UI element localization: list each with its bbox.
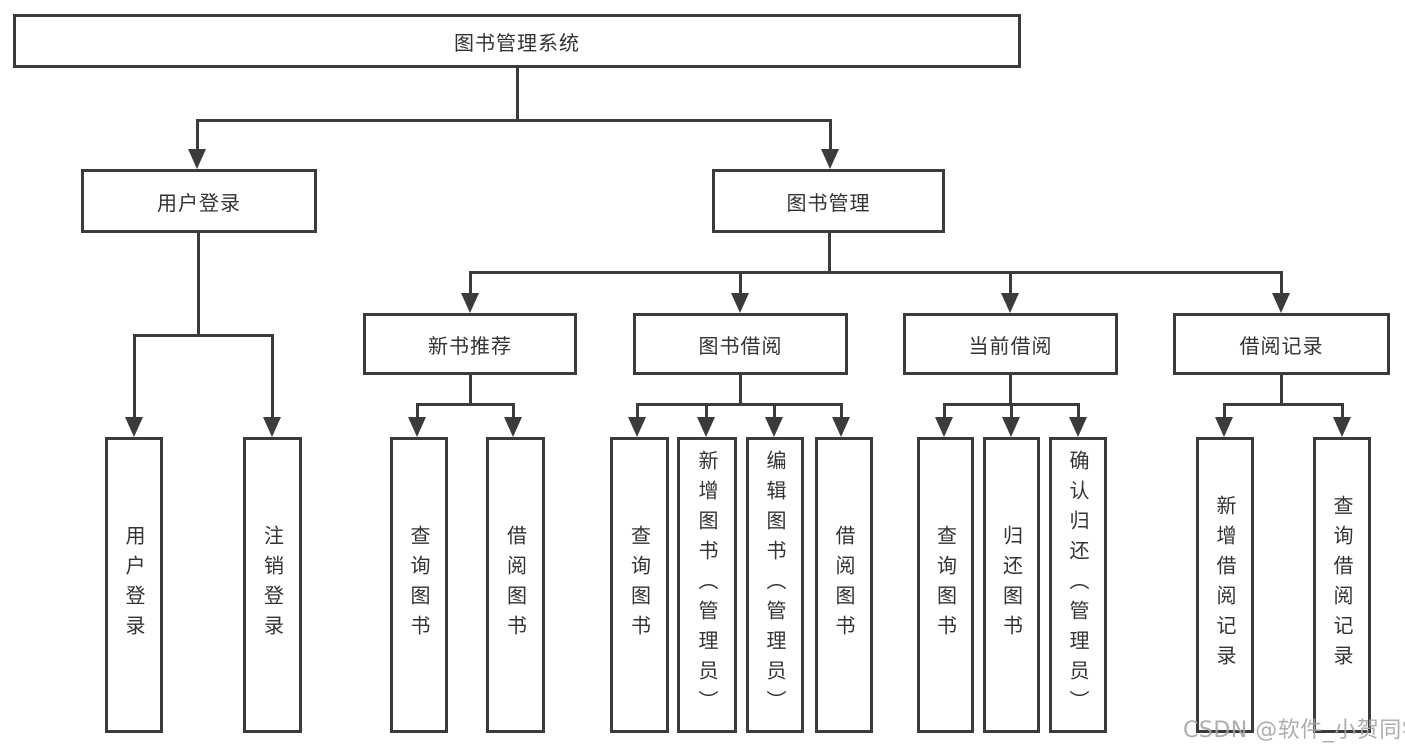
leaf-edit-books-admin: 编辑图书（管理员） bbox=[746, 437, 804, 733]
connector-line bbox=[1223, 403, 1226, 418]
connector-line bbox=[1010, 403, 1013, 418]
arrowhead-down bbox=[765, 417, 783, 437]
leaf-user-login: 用户登录 bbox=[105, 437, 163, 733]
arrowhead-down bbox=[1002, 417, 1020, 437]
connector-line bbox=[1280, 375, 1283, 406]
node-book-management: 图书管理 bbox=[712, 169, 945, 233]
leaf-label: 查询借阅记录 bbox=[1330, 495, 1354, 675]
connector-line bbox=[133, 334, 136, 418]
connector-line bbox=[828, 233, 831, 273]
connector-line bbox=[469, 271, 472, 295]
leaf-label: 新增借阅记录 bbox=[1213, 495, 1237, 675]
node-borrowing-records: 借阅记录 bbox=[1173, 313, 1390, 375]
node-new-book-recommendation: 新书推荐 bbox=[363, 313, 577, 375]
leaf-query-borrow-record: 查询借阅记录 bbox=[1313, 437, 1371, 733]
leaf-label: 新增图书（管理员） bbox=[695, 450, 719, 720]
connector-line bbox=[1341, 403, 1344, 418]
leaf-label: 借阅图书 bbox=[832, 525, 856, 645]
arrowhead-down bbox=[504, 417, 522, 437]
leaf-confirm-return-admin: 确认归还（管理员） bbox=[1049, 437, 1107, 733]
connector-line bbox=[197, 233, 200, 336]
arrowhead-down bbox=[263, 417, 281, 437]
csdn-watermark: CSDN @软件_小贺同学 bbox=[1183, 718, 1405, 743]
node-library-management-system: 图书管理系统 bbox=[13, 14, 1021, 68]
connector-line bbox=[1280, 271, 1283, 295]
connector-line bbox=[840, 403, 843, 418]
leaf-query-books-recommend: 查询图书 bbox=[390, 437, 448, 733]
connector-line bbox=[829, 119, 832, 150]
connector-line bbox=[469, 271, 1283, 274]
leaf-add-borrow-record: 新增借阅记录 bbox=[1196, 437, 1254, 733]
leaf-label: 用户登录 bbox=[122, 525, 146, 645]
leaf-query-books-borrow: 查询图书 bbox=[610, 437, 669, 733]
connector-line bbox=[636, 403, 843, 406]
arrowhead-down bbox=[188, 149, 206, 169]
arrowhead-down bbox=[1001, 293, 1019, 313]
connector-line bbox=[1223, 403, 1344, 406]
connector-line bbox=[196, 119, 832, 122]
connector-line bbox=[739, 375, 742, 406]
leaf-query-books-current: 查询图书 bbox=[917, 437, 974, 733]
connector-line bbox=[705, 403, 708, 418]
leaf-logout: 注销登录 bbox=[243, 437, 302, 733]
node-book-borrowing: 图书借阅 bbox=[633, 313, 848, 375]
arrowhead-down bbox=[1272, 293, 1290, 313]
leaf-label: 查询图书 bbox=[627, 525, 652, 645]
leaf-label: 查询图书 bbox=[933, 525, 958, 645]
arrowhead-down bbox=[461, 293, 479, 313]
connector-line bbox=[416, 403, 515, 406]
leaf-label: 归还图书 bbox=[999, 525, 1024, 645]
arrowhead-down bbox=[125, 417, 143, 437]
node-user-login: 用户登录 bbox=[81, 169, 317, 233]
connector-line bbox=[943, 403, 946, 418]
leaf-add-books-admin: 新增图书（管理员） bbox=[677, 437, 737, 733]
leaf-borrow-books-recommend: 借阅图书 bbox=[486, 437, 545, 733]
leaf-label: 编辑图书（管理员） bbox=[763, 450, 787, 720]
connector-line bbox=[739, 271, 742, 295]
arrowhead-down bbox=[821, 149, 839, 169]
connector-line bbox=[271, 334, 274, 418]
connector-line bbox=[512, 403, 515, 418]
leaf-borrow-books: 借阅图书 bbox=[815, 437, 873, 733]
leaf-label: 注销登录 bbox=[260, 525, 285, 645]
connector-line bbox=[1077, 403, 1080, 418]
arrowhead-down bbox=[731, 293, 749, 313]
connector-line bbox=[133, 334, 274, 337]
arrowhead-down bbox=[697, 417, 715, 437]
arrowhead-down bbox=[832, 417, 850, 437]
leaf-label: 借阅图书 bbox=[503, 525, 528, 645]
connector-line bbox=[469, 375, 472, 406]
leaf-label: 查询图书 bbox=[407, 525, 431, 645]
connector-line bbox=[1009, 375, 1012, 406]
arrowhead-down bbox=[408, 417, 426, 437]
connector-line bbox=[416, 403, 419, 418]
arrowhead-down bbox=[628, 417, 646, 437]
connector-line bbox=[516, 68, 519, 122]
arrowhead-down bbox=[1333, 417, 1351, 437]
arrowhead-down bbox=[935, 417, 953, 437]
connector-line bbox=[773, 403, 776, 418]
leaf-label: 确认归还（管理员） bbox=[1066, 450, 1090, 720]
leaf-return-books: 归还图书 bbox=[983, 437, 1040, 733]
node-current-borrowing: 当前借阅 bbox=[903, 313, 1118, 375]
connector-line bbox=[1009, 271, 1012, 295]
arrowhead-down bbox=[1215, 417, 1233, 437]
arrowhead-down bbox=[1069, 417, 1087, 437]
connector-line bbox=[196, 119, 199, 150]
connector-line bbox=[636, 403, 639, 418]
